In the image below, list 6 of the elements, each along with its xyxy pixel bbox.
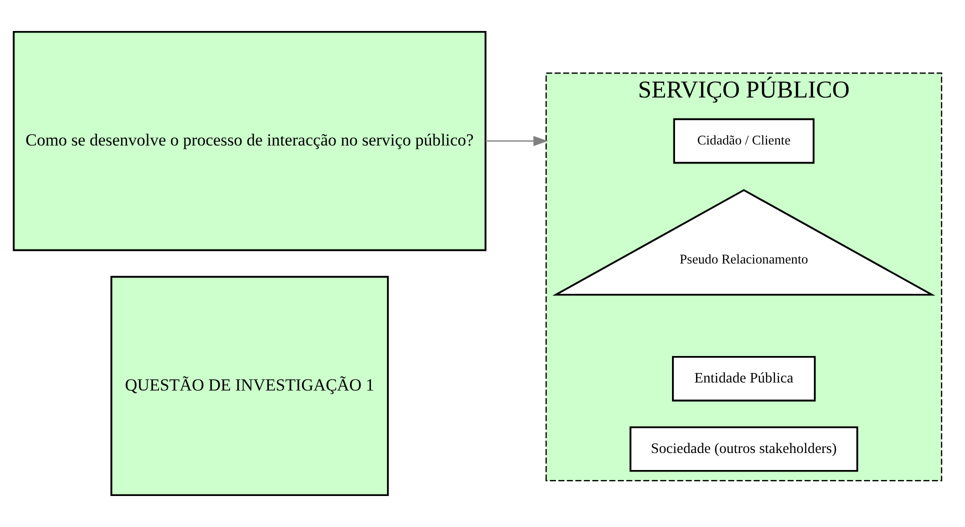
- node-box: Cidadão / Cliente: [673, 118, 814, 164]
- node-box: QUESTÃO DE INVESTIGAÇÃO 1: [110, 276, 389, 496]
- node-box: Entidade Pública: [672, 356, 816, 402]
- node-box: Sociedade (outros stakeholders): [630, 426, 858, 472]
- node-box: Como se desenvolve o processo de interacção no serviço público?: [12, 30, 486, 252]
- arrow: [486, 136, 548, 146]
